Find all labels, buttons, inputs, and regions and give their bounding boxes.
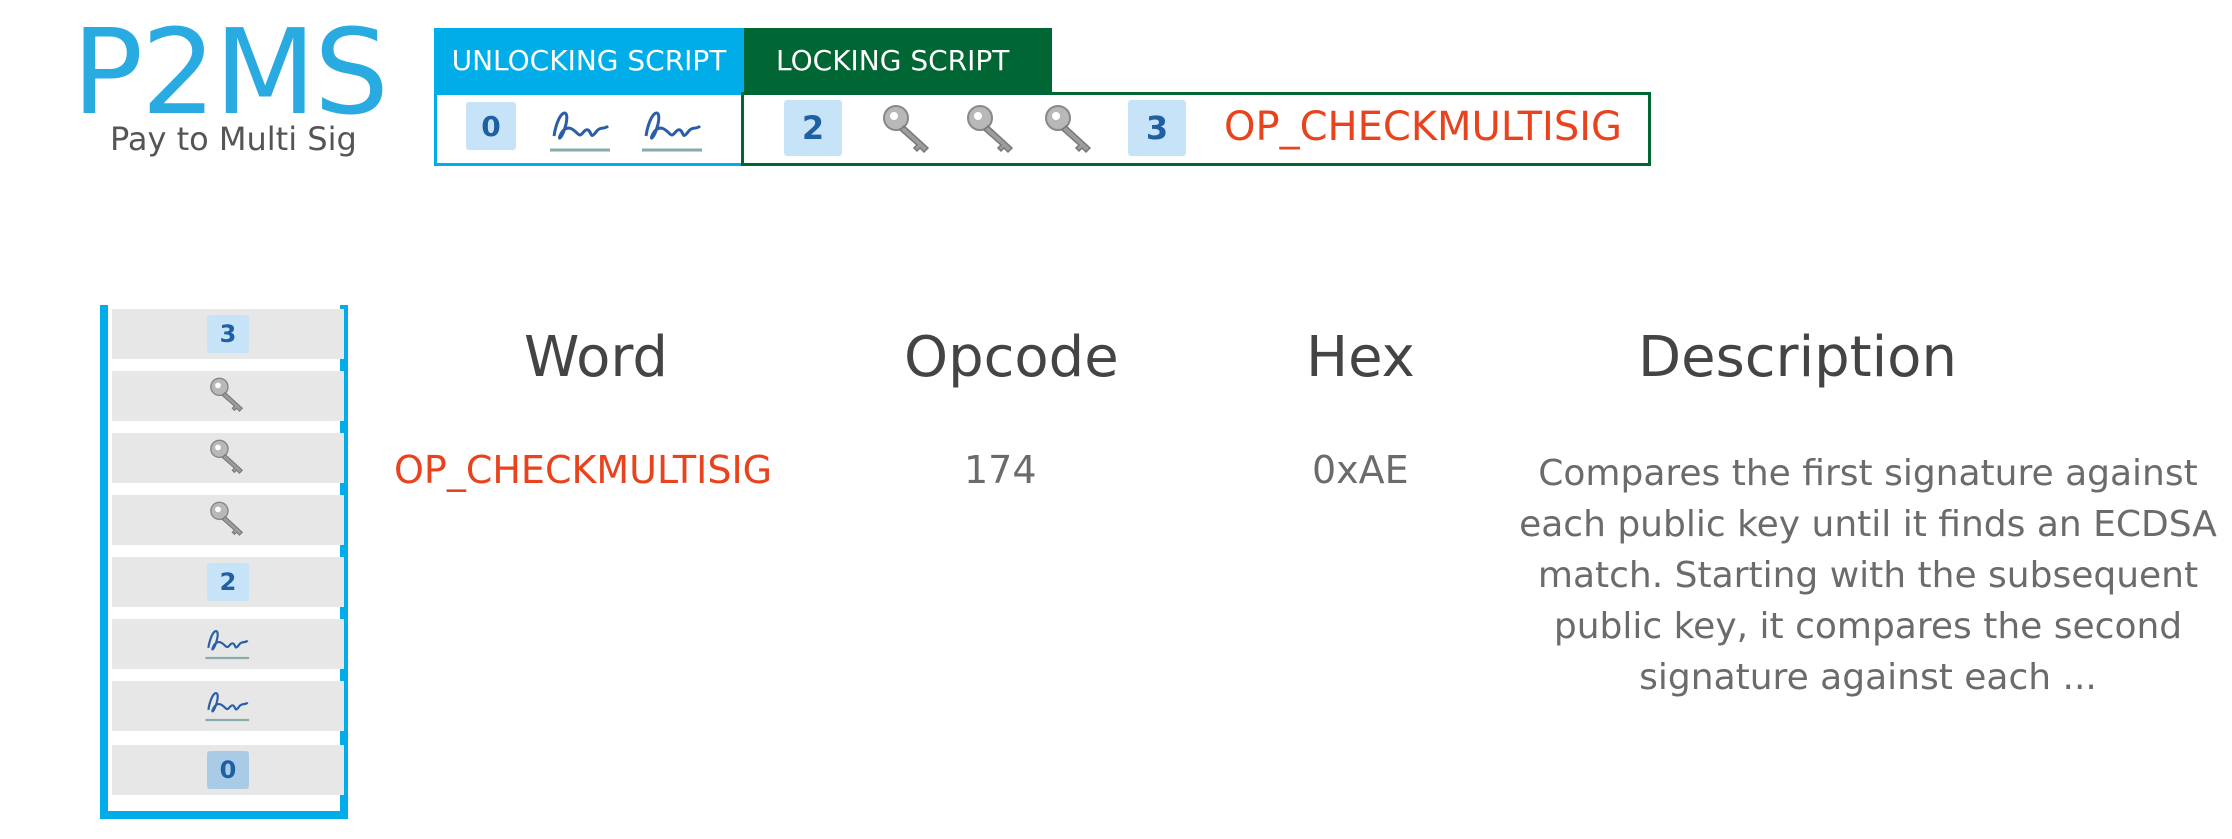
signature-icon (204, 621, 252, 668)
unlocking-script-header: UNLOCKING SCRIPT (434, 28, 744, 92)
signature-icon (548, 100, 614, 161)
locking-script-header: LOCKING SCRIPT (744, 28, 1052, 92)
cell-description: Compares the first signature against eac… (1519, 453, 2217, 698)
stack-item-number-0: 0 (112, 745, 344, 795)
diagram-title: P2MS (72, 3, 389, 141)
locking-number-2: 2 (784, 100, 842, 156)
stack-item-signature (112, 681, 344, 731)
key-icon (1042, 102, 1098, 159)
stack-item-number-2: 2 (112, 557, 344, 607)
stack-number: 2 (207, 563, 249, 601)
stack-item-pubkey (112, 495, 344, 545)
stack-item-pubkey (112, 371, 344, 421)
unlocking-script-box (434, 92, 743, 166)
key-icon (208, 499, 248, 542)
cell-opcode: 174 (964, 448, 1037, 492)
column-header-description: Description (1638, 325, 1957, 390)
locking-number-3: 3 (1128, 100, 1186, 156)
locking-script-box (741, 92, 1651, 166)
signature-icon (204, 683, 252, 730)
unlocking-number-0: 0 (466, 102, 516, 150)
column-header-word: Word (524, 325, 668, 390)
column-header-opcode: Opcode (904, 325, 1119, 390)
stack-item-pubkey (112, 433, 344, 483)
stack-number: 0 (207, 751, 249, 789)
column-header-hex: Hex (1306, 325, 1415, 390)
stack-item-number-3: 3 (112, 309, 344, 359)
key-icon (880, 102, 936, 159)
signature-icon (640, 100, 706, 161)
stack-number: 3 (207, 315, 249, 353)
diagram-subtitle: Pay to Multi Sig (110, 120, 357, 158)
stack-item-signature (112, 619, 344, 669)
key-icon (208, 437, 248, 480)
stack-frame (100, 305, 348, 819)
cell-hex: 0xAE (1312, 448, 1409, 492)
locking-opcode: OP_CHECKMULTISIG (1224, 104, 1623, 150)
key-icon (964, 102, 1020, 159)
key-icon (208, 375, 248, 418)
cell-word: OP_CHECKMULTISIG (394, 448, 773, 492)
